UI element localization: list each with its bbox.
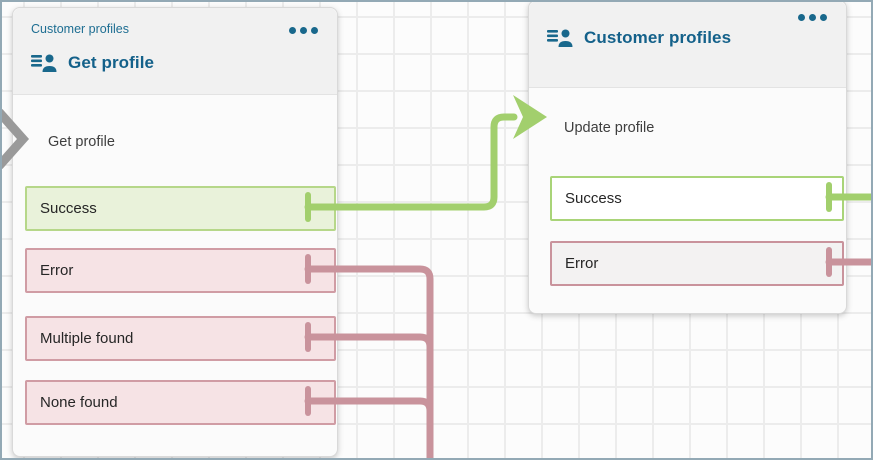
ellipsis-dot-icon: [809, 14, 816, 21]
node-type-label: Customer profiles: [31, 22, 129, 36]
output-row-success[interactable]: Success: [25, 186, 336, 231]
node-get-profile[interactable]: Customer profiles Get profile Get profil…: [12, 7, 338, 457]
output-row-error[interactable]: Error: [25, 248, 336, 293]
node-menu-button[interactable]: [795, 11, 830, 24]
output-label: Error: [565, 255, 599, 272]
ellipsis-dot-icon: [311, 27, 318, 34]
output-label: Multiple found: [40, 330, 134, 347]
output-label: Success: [40, 200, 97, 217]
output-row-error[interactable]: Error: [550, 241, 844, 286]
output-row-multiple-found[interactable]: Multiple found: [25, 316, 336, 361]
node-header[interactable]: Customer profiles Get profile: [13, 8, 337, 95]
node-title-row: Customer profiles: [546, 27, 731, 48]
ellipsis-dot-icon: [300, 27, 307, 34]
node-title-row: Get profile: [30, 52, 154, 73]
output-label: Success: [565, 190, 622, 207]
ellipsis-dot-icon: [820, 14, 827, 21]
ellipsis-dot-icon: [798, 14, 805, 21]
output-label: Error: [40, 262, 74, 279]
customer-profiles-icon: [547, 29, 573, 47]
output-row-success[interactable]: Success: [550, 176, 844, 221]
connector-success-to-update-profile[interactable]: [304, 113, 518, 211]
action-label: Get profile: [48, 134, 115, 150]
node-update-profile[interactable]: Customer profiles Update profile Success…: [528, 2, 847, 314]
output-label: None found: [40, 394, 118, 411]
output-row-none-found[interactable]: None found: [25, 380, 336, 425]
node-title: Get profile: [68, 52, 155, 72]
node-menu-button[interactable]: [286, 24, 321, 37]
node-title: Customer profiles: [584, 27, 732, 47]
action-label: Update profile: [564, 120, 655, 136]
customer-profiles-icon: [31, 54, 57, 72]
node-header[interactable]: Customer profiles: [529, 2, 846, 88]
ellipsis-dot-icon: [289, 27, 296, 34]
